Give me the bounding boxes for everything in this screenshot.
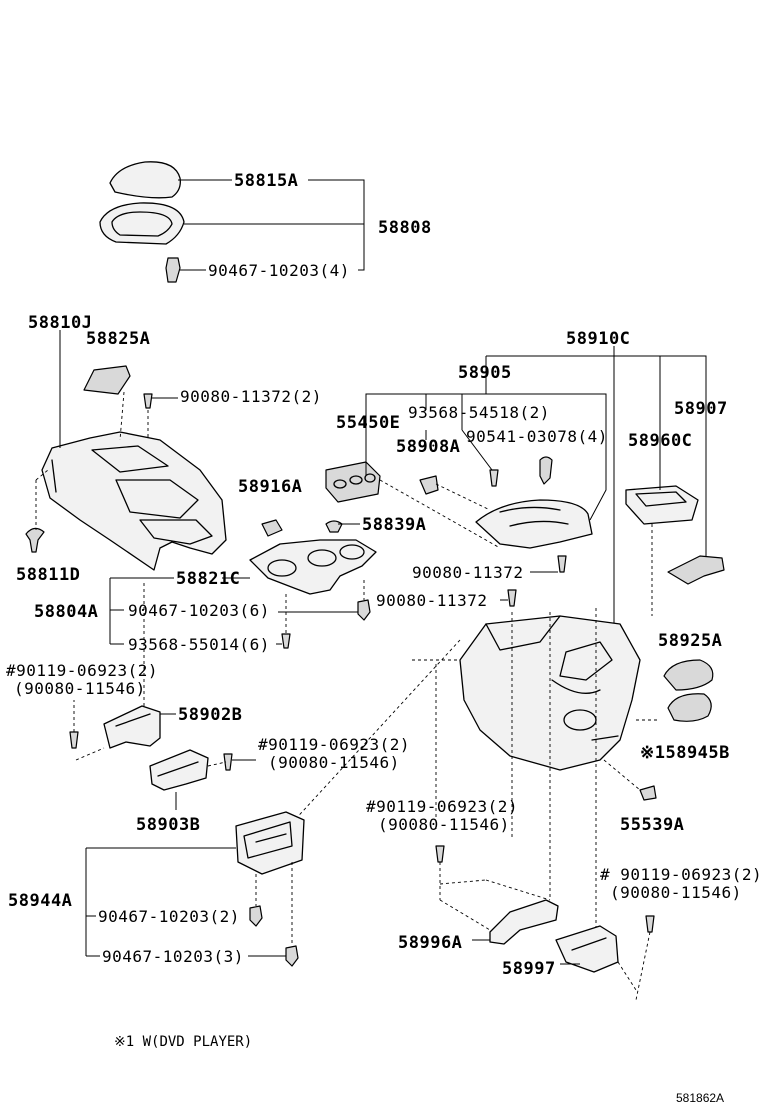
- clip-icon: [285, 945, 299, 967]
- screw-icon: [223, 753, 233, 771]
- label-90080-11546-d: (90080-11546): [610, 883, 742, 902]
- screw-icon: [489, 469, 499, 487]
- label-90080-11372-b: 90080-11372: [376, 591, 487, 610]
- cup-holder-group: [109, 519, 377, 649]
- lower-brackets-group: [435, 845, 655, 1001]
- label-58996A: 58996A: [398, 933, 462, 953]
- label-90080-11372-2: 90080-11372(2): [180, 387, 322, 406]
- lamp-58907: [667, 555, 725, 585]
- console-box-58810J: [41, 431, 227, 571]
- console-box-group: [25, 330, 227, 571]
- label-90119-06923-c: #90119-06923(2): [366, 797, 518, 816]
- label-90080-11546-c: (90080-11546): [378, 815, 510, 834]
- shift-boot-58905: [475, 499, 593, 549]
- knob-58839A: [325, 520, 343, 533]
- bracket-58997: [555, 925, 619, 973]
- bracket-58908A: [419, 475, 439, 495]
- label-58905: 58905: [458, 363, 512, 383]
- label-90467-10203-6: 90467-10203(6): [128, 601, 270, 620]
- label-90467-10203-3: 90467-10203(3): [102, 947, 244, 966]
- screw-icon: [281, 633, 291, 649]
- label-90467-10203-4: 90467-10203(4): [208, 261, 350, 280]
- label-90119-06923-a: #90119-06923(2): [6, 661, 158, 680]
- label-58945B: ※158945B: [640, 743, 730, 763]
- brackets-left-group: [69, 580, 256, 810]
- label-90119-06923-b: #90119-06923(2): [258, 735, 410, 754]
- label-58944A: 58944A: [8, 891, 72, 911]
- footnote: ※1 W(DVD PLAYER): [114, 1034, 252, 1050]
- label-58903B: 58903B: [136, 815, 200, 835]
- bolt-icon: [539, 456, 553, 485]
- label-58908A: 58908A: [396, 437, 460, 457]
- label-93568-55014-6: 93568-55014(6): [128, 635, 270, 654]
- figure-ref: 581862A: [676, 1091, 724, 1105]
- label-90080-11546-a: (90080-11546): [14, 679, 146, 698]
- label-58821C: 58821C: [176, 569, 240, 589]
- screw-icon: [557, 555, 567, 573]
- bracket-58902B: [103, 705, 161, 749]
- label-58808: 58808: [378, 218, 432, 238]
- bracket-58996A: [489, 899, 559, 945]
- label-90080-11372-a: 90080-11372: [412, 563, 523, 582]
- cover-lid-58815A: [109, 161, 181, 199]
- label-58925A: 58925A: [658, 631, 722, 651]
- label-58910C: 58910C: [566, 329, 630, 349]
- clip-icon: [165, 257, 181, 283]
- clip-58811D: [25, 527, 45, 553]
- label-55539A: 55539A: [620, 815, 684, 835]
- label-90080-11546-b: (90080-11546): [268, 753, 400, 772]
- shift-lever-cover-group: [99, 161, 365, 283]
- label-90119-06923-d: # 90119-06923(2): [600, 865, 760, 884]
- sub-lid-58945B: [667, 693, 712, 722]
- bolt-icon: [143, 393, 153, 409]
- label-58811D: 58811D: [16, 565, 80, 585]
- box-58944A: [235, 811, 305, 875]
- right-parts-group: [486, 346, 725, 680]
- clip-55539A: [639, 785, 657, 801]
- screw-icon: [645, 915, 655, 933]
- screw-icon: [507, 589, 517, 607]
- label-58902B: 58902B: [178, 705, 242, 725]
- label-58997: 58997: [502, 959, 556, 979]
- label-58839A: 58839A: [362, 515, 426, 535]
- cap-58916A: [261, 519, 283, 537]
- label-58815A: 58815A: [234, 171, 298, 191]
- sub-lid-58925A: [663, 659, 714, 691]
- screw-icon: [435, 845, 445, 863]
- label-55450E: 55450E: [336, 413, 400, 433]
- label-93568-54518-2: 93568-54518(2): [408, 403, 550, 422]
- label-90541-03078-4: 90541-03078(4): [466, 427, 608, 446]
- dvd-box-group: [85, 811, 305, 967]
- cushion-58825A: [83, 365, 131, 395]
- label-90467-10203-2: 90467-10203(2): [98, 907, 240, 926]
- label-58960C: 58960C: [628, 431, 692, 451]
- label-58804A: 58804A: [34, 602, 98, 622]
- shift-boot-group: [325, 356, 607, 607]
- bracket-58903B: [149, 749, 209, 791]
- label-58916A: 58916A: [238, 477, 302, 497]
- clip-icon: [249, 905, 263, 927]
- console-body-group: [279, 608, 714, 940]
- label-58825A: 58825A: [86, 329, 150, 349]
- clip-icon: [357, 599, 371, 621]
- screw-icon: [69, 731, 79, 749]
- label-58810J: 58810J: [28, 313, 92, 333]
- label-58907: 58907: [674, 399, 728, 419]
- cup-holder-58821C: [249, 539, 377, 595]
